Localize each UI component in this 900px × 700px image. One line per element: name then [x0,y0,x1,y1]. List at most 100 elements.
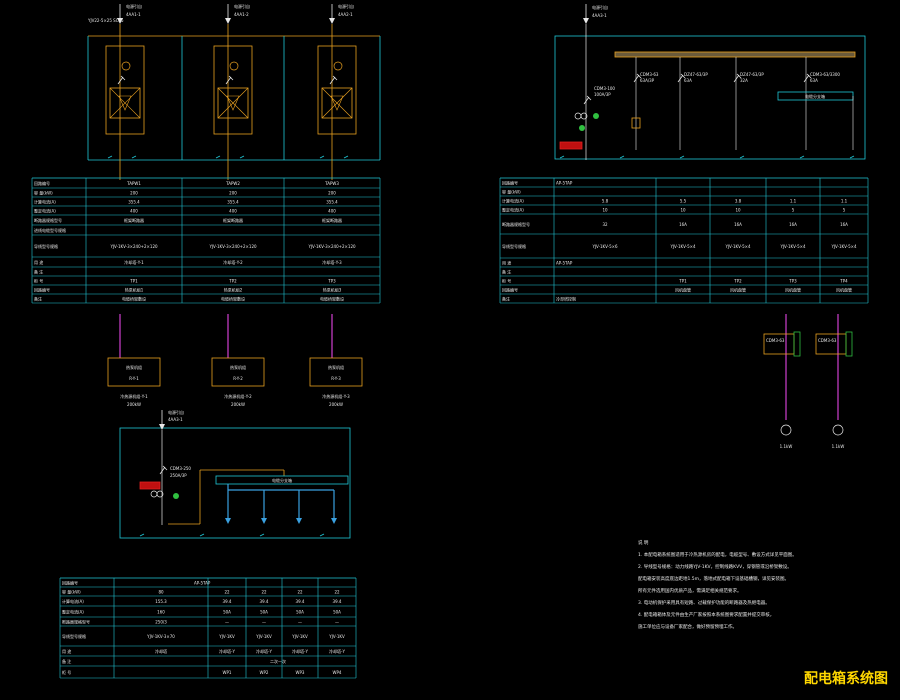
panel2-row-3-cell-0: 10 [602,208,608,213]
panel3-row-5-label: 导线型号规格 [62,633,86,639]
panel2-motor-1-relay [845,331,853,357]
panel3-row-8-cell-4: WP4 [333,670,342,675]
panel2-branch-breaker-2-mark [736,73,742,79]
panel3-tick-2 [259,533,265,537]
panel3-branch-arrow-2-head [296,518,302,524]
panel1-transformer-box-0 [109,87,141,119]
panel1-load-2-name: 热泵机组 [328,364,344,370]
panel1-row-11-cell-1: 电缆桥架敷设 [221,296,245,302]
panel3-row-5-cell-0: YJV-1KV-3×70 [146,634,175,639]
panel3-row-8-cell-2: WP2 [260,670,269,675]
panel1-transformer-diag2-2 [321,87,353,119]
panel2-feed-code: 4AA3-1 [592,13,607,18]
panel2-motor-box-1 [815,333,847,355]
panel3-frame [119,427,351,539]
panel2-main-breaker-spec: CDM3-100 [594,86,615,91]
panel2-red-indicator [559,141,583,150]
panel2-tick-0 [559,155,565,159]
panel2-row-4-cell-2: 16A [734,222,742,227]
panel3-row-3-cell-2: 50A [260,610,268,615]
panel2-row-3-cell-1: 10 [680,208,686,213]
panel2-row-9-cell-4: 风机盘管 [836,287,852,293]
panel1-row-6-cell-2: YJV-1KV-3×240+2×120 [307,244,356,249]
panel3-row-1-label: 容 量(kW) [62,589,81,595]
panel3-row-2-label: 计算电流(A) [62,598,84,604]
panel3-tick-0 [139,533,145,537]
notes-line-2: 配电箱安装高度底边距地1.5m，落地式配电箱下设基础槽钢，详见安装图。 [638,575,789,582]
panel1-row-7-label: 用 途 [34,259,43,265]
panel1-load-box-2 [309,357,363,387]
panel2-row-8-cell-1: TP1 [678,279,687,284]
panel1-breaker-1-mark [228,75,234,81]
panel3-row-6-cell-4: 冷却塔-Y [329,648,345,654]
panel3-tick-1 [199,533,205,537]
panel1-load-0-name: 热泵机组 [126,364,142,370]
panel1-row-2-cell-2: 355.4 [326,200,338,205]
panel2-main-breaker [583,96,590,105]
panel3-branch-arrow-1-head [261,518,267,524]
panel2-row-4-cell-1: 16A [679,222,687,227]
panel2-ct [574,112,582,120]
panel1-tick-a-1 [215,155,221,159]
panel3-breaker-spec: CDM3-250 [170,466,191,471]
panel1-row-0-cell-1: TAPW2 [225,181,240,186]
panel2-row-2-cell-2: 3.8 [735,199,742,204]
panel1-row-4-label: 断路器规格型号 [34,217,62,223]
panel1-cabinet-2 [317,45,357,135]
panel3-row-8-cell-3: WP3 [296,670,305,675]
panel2-row-5-cell-0: YJV-1KV-5×6 [591,244,618,249]
notes-line-3: 所有元件选用国内优质产品，需满足相关规范要求。 [638,587,742,594]
panel1-breaker-1 [225,76,232,85]
panel2-row-2-label: 计算电流(A) [502,198,524,204]
panel2-row-8-cell-4: TP4 [839,279,848,284]
panel3-branch-arrow-3-head [331,518,337,524]
panel3-row-2-cell-3: 39.4 [296,599,305,604]
panel2-row-6-label: 用 途 [502,260,511,266]
panel1-feed-0-top: 电源引自 [126,3,142,9]
panel1-row-3-cell-0: 400 [130,209,138,214]
panel2-breaker-0-rating: 63A/3P [640,78,655,83]
panel1-row-11-cell-0: 电缆桥架敷设 [122,296,146,302]
panel2-row-5-cell-4: YJV-1KV-5×4 [830,244,857,249]
notes-line-4: 3. 电动机保护采用具有短路、过载保护功能的断路器及热继电器。 [638,599,770,606]
panel1-row-2-cell-0: 355.4 [128,200,140,205]
panel1-row-4-cell-1: 框架断路器 [223,217,243,223]
panel1-load-0-code: R-Y-1 [129,376,139,381]
panel2-main-breaker-rating: 100A/3P [594,92,611,97]
panel2-row-0-label: 回路编号 [502,180,518,186]
panel2-breaker-2-rating: 32A [740,78,748,83]
panel3-feed-arrow [159,424,165,430]
panel2-row-7-label: 备 注 [502,269,511,275]
panel1-feed-2-arrow [329,18,335,24]
panel2-row-2-cell-0: 5.8 [602,199,609,204]
panel1-load-box-0 [107,357,161,387]
panel2-motor-0-symbol [780,424,792,436]
panel1-row-9-label: 柜 号 [34,278,43,284]
notes-heading: 说 明 [638,539,649,546]
panel2-branch-breaker-1 [677,74,684,83]
panel1-feed-1-code: 4AA1-2 [234,12,249,17]
panel3-row-6-label: 用 途 [62,648,71,654]
panel1-row-11-cell-2: 电缆桥架敷设 [320,296,344,302]
panel1-row-4-cell-2: 框架断路器 [322,217,342,223]
panel1-row-1-cell-2: 200 [328,191,336,196]
panel2-row-5-cell-1: YJV-1KV-5×4 [669,244,696,249]
panel3-row-3-cell-0: 160 [157,610,165,615]
panel2-row-0-cell-0: AP-5TAP [556,181,573,186]
panel3-row-7-label: 备 注 [62,658,71,664]
panel2-breaker-0-spec: CDM3-63 [640,72,659,77]
panel3-green-lamp [173,493,179,499]
panel2-breaker-2-spec: DZ47-63/3P [740,72,764,77]
panel2-row-3-cell-4: 5 [843,208,846,213]
panel3-row-1-cell-4: 22 [334,590,340,595]
panel2-tick-5 [849,155,855,159]
panel3-row-8-label: 柜 号 [62,669,71,675]
panel1-feed-1-top: 电源引自 [234,3,250,9]
notes-line-6: 施工单位应与设备厂家配合，做好预留预埋工作。 [638,623,737,630]
panel3-row-4-cell-1: — [225,620,229,625]
panel1-load-2-code: R-Y-3 [331,376,341,381]
panel2-row-4-label: 断路器规格型号 [502,221,530,227]
panel2-branch-breaker-1-mark [680,73,686,79]
panel3-row-5-cell-2: YJV-1KV [255,634,272,639]
panel2-motor-0-relay [793,331,801,357]
